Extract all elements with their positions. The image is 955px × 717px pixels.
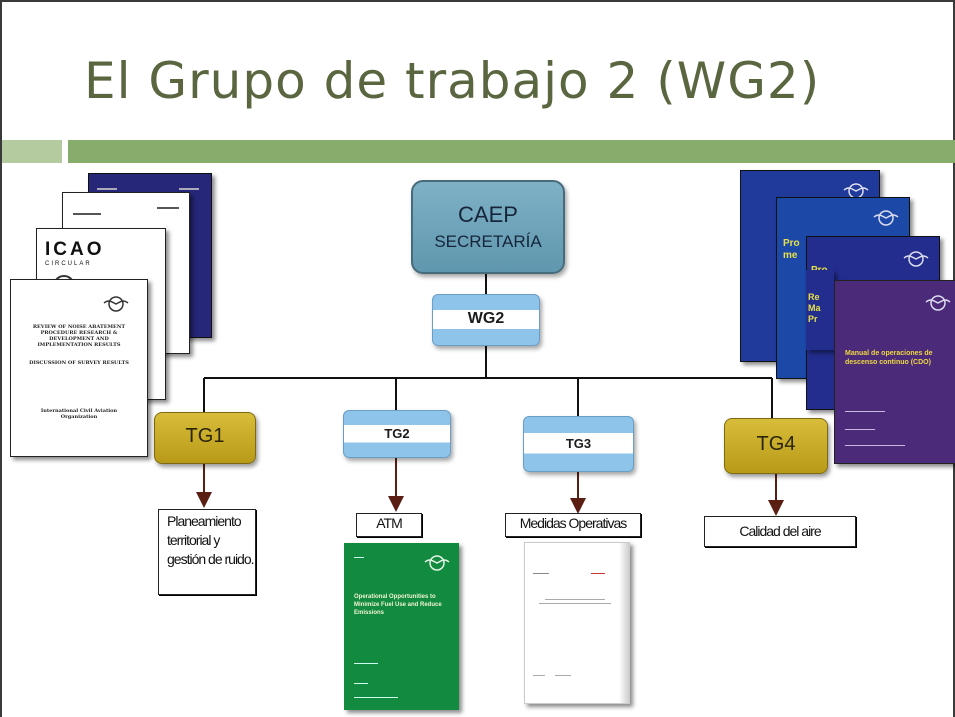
circular-heading: CIRCULAR [45, 261, 92, 267]
icao-emblem-icon [925, 295, 951, 311]
wg2-node: WG2 [432, 294, 540, 346]
right-doc-4-title: Re Ma Pr [808, 292, 821, 324]
right-doc-2-title: Pro me [783, 238, 800, 261]
green-doc: Operational Opportunities to Minimize Fu… [344, 543, 459, 710]
left-doc-subtitle: DISCUSSION OF SURVEY RESULTS [29, 360, 129, 366]
icao-emblem-icon [903, 251, 929, 267]
tg2-topic: ATM [356, 513, 422, 537]
title-band-accent [2, 140, 62, 163]
tg1-node: TG1 [154, 412, 256, 464]
slide-frame-left [0, 0, 2, 717]
white-doc-tg3 [524, 542, 630, 704]
icao-heading: ICAO [45, 239, 105, 260]
tg3-label: TG3 [565, 436, 592, 451]
left-doc-front: REVIEW OF NOISE ABATEMENT PROCEDURE RESE… [10, 279, 148, 457]
tg3-node: TG3 [523, 416, 634, 472]
title-band [68, 140, 955, 163]
green-doc-title: Operational Opportunities to Minimize Fu… [354, 594, 442, 616]
secretaria-label: SECRETARÍA [434, 232, 542, 251]
tg1-label: TG1 [185, 425, 225, 447]
tg4-topic: Calidad del aire [704, 516, 856, 547]
right-doc-4-edge: Re Ma Pr [806, 270, 834, 350]
caep-secretaria-node: CAEP SECRETARÍA [411, 180, 565, 274]
right-doc-front-title: Manual de operaciones de descenso contin… [845, 350, 933, 366]
tg1-topic: Planeamiento territorial y gestión de ru… [158, 509, 256, 595]
tg4-label: TG4 [756, 433, 796, 455]
left-doc-footer: International Civil Aviation Organizatio… [40, 408, 118, 420]
icao-emblem-icon [424, 555, 450, 571]
right-doc-front-cdo: Manual de operaciones de descenso contin… [834, 280, 955, 464]
slide-title: El Grupo de trabajo 2 (WG2) [84, 52, 821, 110]
tg3-topic: Medidas Operativas [505, 513, 641, 537]
tg2-node: TG2 [343, 410, 451, 458]
icao-emblem-icon [103, 296, 129, 312]
tg4-node: TG4 [724, 418, 828, 474]
caep-label: CAEP [458, 202, 518, 227]
wg2-label: WG2 [467, 310, 505, 327]
slide-frame-top [0, 0, 955, 2]
tg2-label: TG2 [384, 426, 410, 441]
icao-emblem-icon [873, 210, 899, 226]
left-doc-title: REVIEW OF NOISE ABATEMENT PROCEDURE RESE… [32, 324, 126, 348]
